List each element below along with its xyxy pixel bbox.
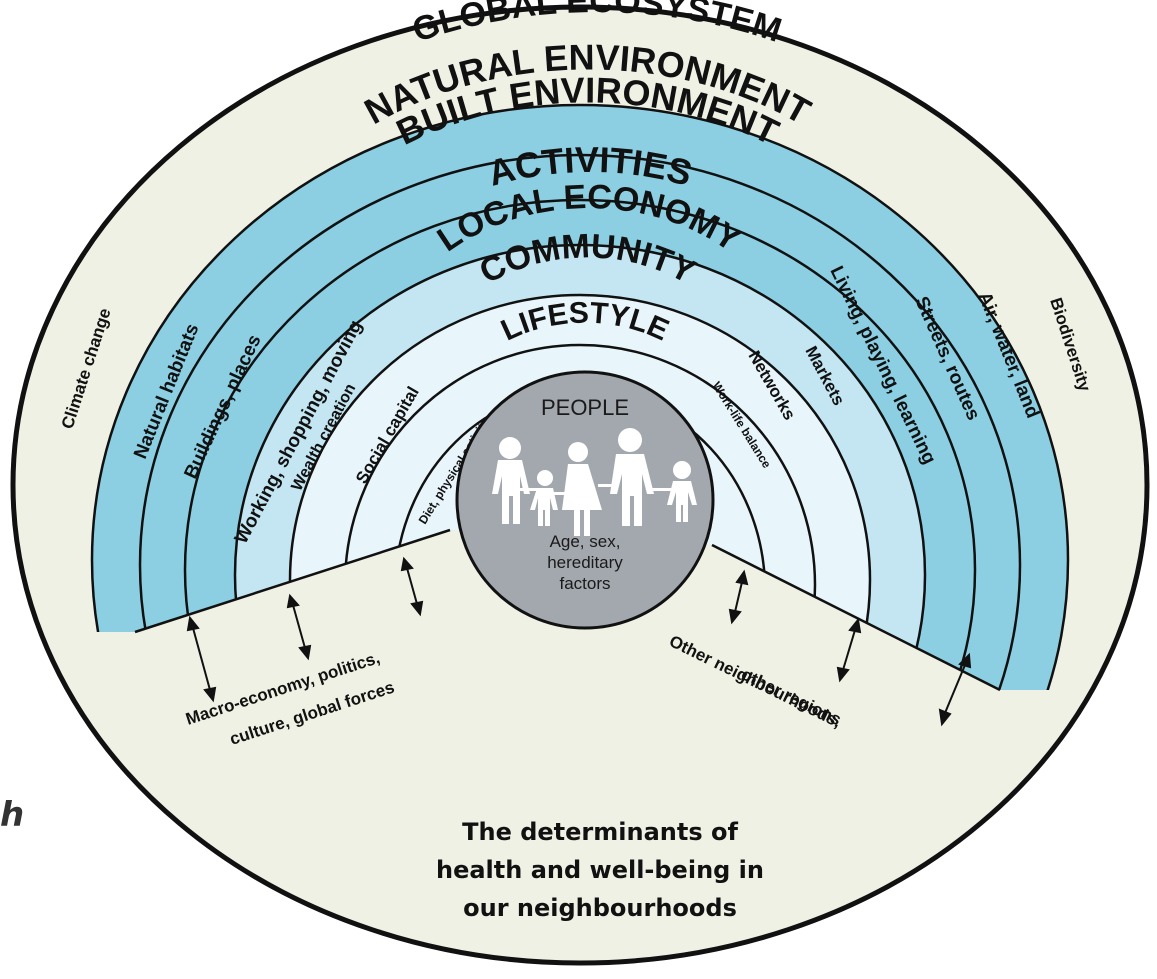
band-cut-right <box>711 543 1001 692</box>
band-cut-left <box>134 528 451 634</box>
people-title: PEOPLE <box>541 395 629 420</box>
caption-line-2: health and well-being in <box>436 856 764 884</box>
people-factors-line-2: hereditary <box>547 553 623 572</box>
influence-arrows <box>186 556 972 727</box>
caption-line-3: our neighbourhoods <box>463 894 737 922</box>
family-figures-icon <box>492 428 697 536</box>
clipped-side-text: h <box>0 795 25 835</box>
people-factors-line-1: Age, sex, <box>550 532 621 551</box>
caption-line-1: The determinants of <box>462 818 738 846</box>
people-factors-line-3: factors <box>559 574 610 593</box>
